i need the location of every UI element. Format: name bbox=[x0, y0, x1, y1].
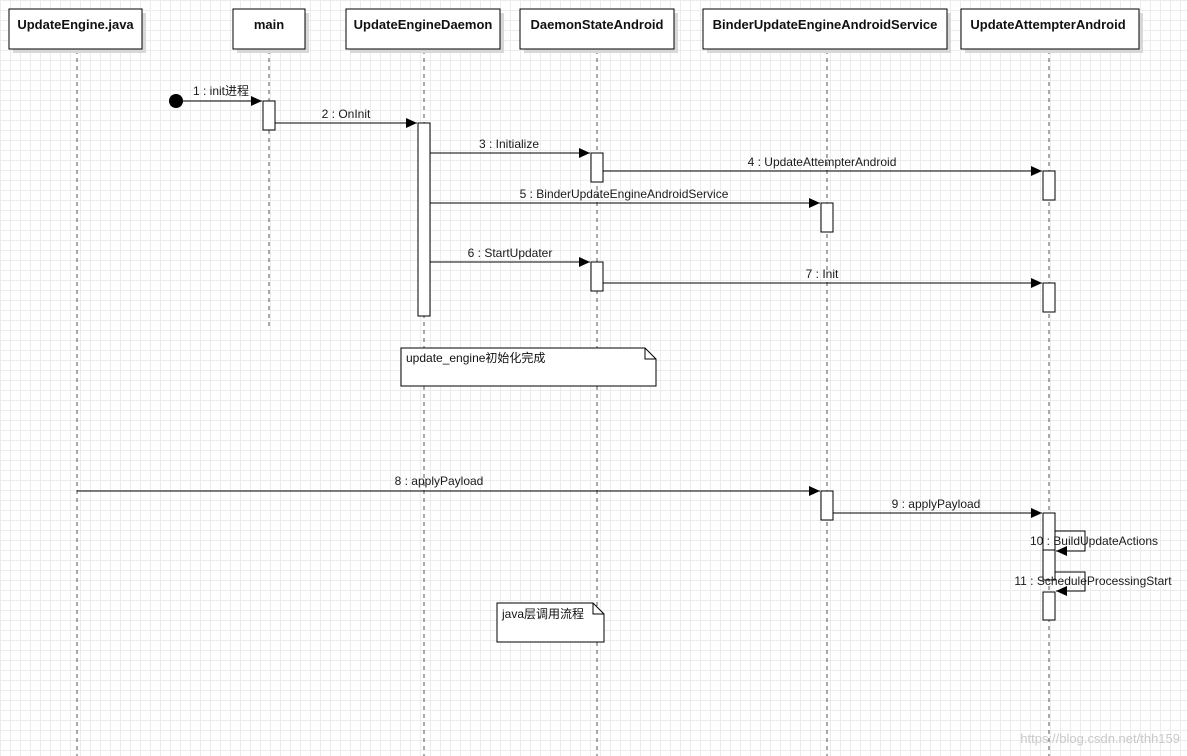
message-label-10: 10 : BuildUpdateActions bbox=[1030, 534, 1158, 548]
message-label-8: 8 : applyPayload bbox=[395, 474, 484, 488]
activation-attempter-4 bbox=[1042, 549, 1056, 581]
activation-daemonstate-2 bbox=[590, 261, 604, 292]
message-labels: 1 : init进程 2 : OnInit 3 : Initialize 4 :… bbox=[193, 83, 1172, 588]
activation-attempter-2 bbox=[1042, 282, 1056, 313]
message-label-9: 9 : applyPayload bbox=[892, 497, 981, 511]
message-label-7: 7 : Init bbox=[806, 267, 839, 281]
participant-label: UpdateAttempterAndroid bbox=[970, 17, 1125, 32]
activation-attempter-5 bbox=[1042, 591, 1056, 621]
note-text: java层调用流程 bbox=[501, 606, 584, 621]
message-arrow-10[interactable] bbox=[1055, 530, 1086, 556]
note-text: update_engine初始化完成 bbox=[406, 350, 545, 365]
watermark: https://blog.csdn.net/thh159 bbox=[1020, 731, 1180, 746]
activation-attempter-1 bbox=[1042, 170, 1056, 201]
message-label-2: 2 : OnInit bbox=[322, 107, 371, 121]
participant-label: BinderUpdateEngineAndroidService bbox=[713, 17, 938, 32]
message-label-5: 5 : BinderUpdateEngineAndroidService bbox=[520, 187, 729, 201]
message-label-3: 3 : Initialize bbox=[479, 137, 539, 151]
participants: UpdateEngine.java main UpdateEngineDaemo… bbox=[8, 8, 1143, 53]
activation-binder-2 bbox=[820, 490, 834, 521]
message-label-6: 6 : StartUpdater bbox=[468, 246, 553, 260]
activation-daemon bbox=[417, 122, 431, 317]
activation-daemonstate-1 bbox=[590, 152, 604, 183]
participant-binderservice[interactable]: BinderUpdateEngineAndroidService bbox=[702, 8, 951, 53]
message-arrow-11[interactable] bbox=[1055, 571, 1086, 596]
participant-updateattempterandroid[interactable]: UpdateAttempterAndroid bbox=[960, 8, 1143, 53]
note-init-complete[interactable]: update_engine初始化完成 bbox=[400, 347, 657, 387]
participant-label: UpdateEngine.java bbox=[17, 17, 134, 32]
message-label-11: 11 : ScheduleProcessingStart bbox=[1014, 574, 1172, 588]
message-arrows bbox=[77, 96, 1086, 596]
message-label-1: 1 : init进程 bbox=[193, 83, 249, 98]
participant-updateenginedaemon[interactable]: UpdateEngineDaemon bbox=[345, 8, 504, 53]
message-label-4: 4 : UpdateAttempterAndroid bbox=[748, 155, 897, 169]
participant-label: main bbox=[254, 17, 284, 32]
activation-binder-1 bbox=[820, 202, 834, 233]
lifelines bbox=[76, 50, 1050, 756]
participant-main[interactable]: main bbox=[232, 8, 309, 53]
activations bbox=[262, 100, 1056, 621]
participant-daemonstateandroid[interactable]: DaemonStateAndroid bbox=[519, 8, 678, 53]
note-java-flow[interactable]: java层调用流程 bbox=[496, 602, 605, 643]
participant-updateengine-java[interactable]: UpdateEngine.java bbox=[8, 8, 146, 53]
participant-label: UpdateEngineDaemon bbox=[354, 17, 493, 32]
activation-main bbox=[262, 100, 276, 131]
participant-label: DaemonStateAndroid bbox=[531, 17, 664, 32]
